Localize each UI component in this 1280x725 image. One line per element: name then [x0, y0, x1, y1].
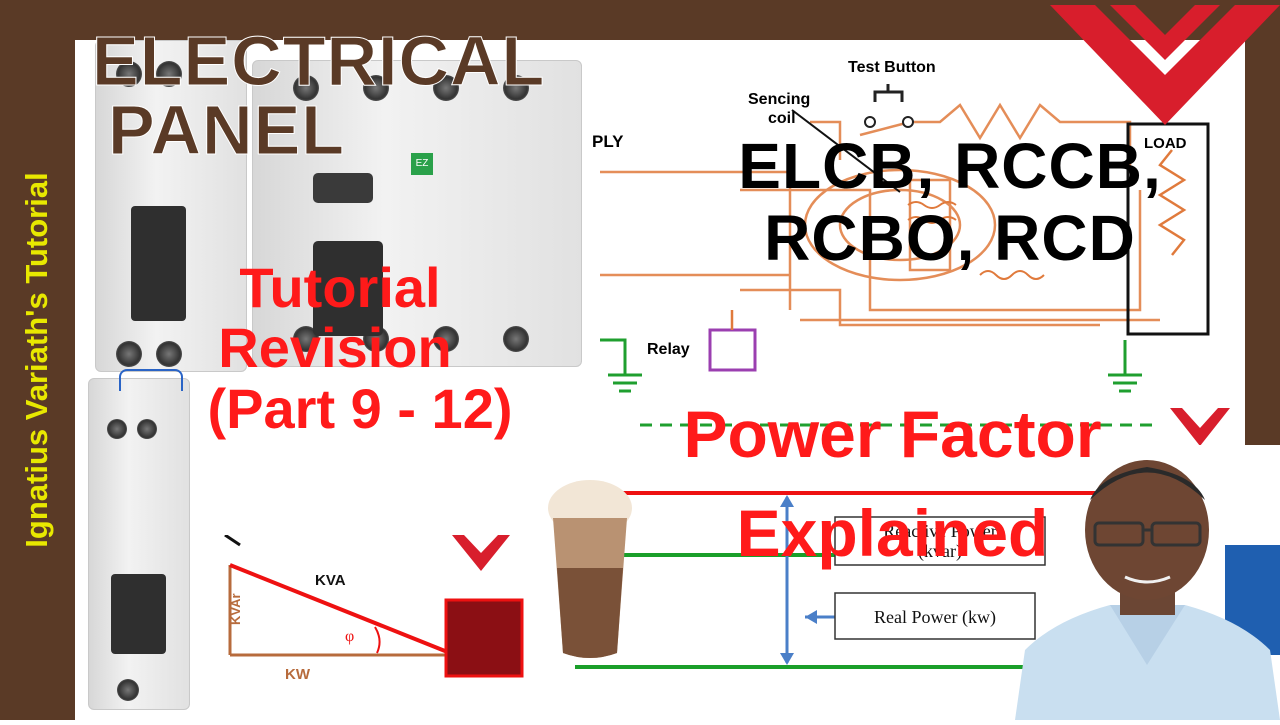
kw-label: KW: [285, 666, 311, 683]
elcb-line-1: ELCB, RCCB,: [738, 130, 1162, 202]
elcb-heading: ELCB, RCCB, RCBO, RCD: [680, 130, 1220, 275]
phi-label: φ: [345, 628, 354, 645]
channel-name-vertical: Ignatius Variath's Tutorial: [0, 0, 75, 720]
double-chevron-logo-icon: [1050, 5, 1280, 125]
sensing-coil-label-2: coil: [768, 110, 796, 127]
revision-line-3: (Part 9 - 12): [207, 376, 513, 440]
relay-label: Relay: [647, 341, 690, 358]
reactive-power-unit: (kvar): [918, 541, 962, 562]
revision-line-1: Tutorial: [239, 256, 441, 319]
small-logo-icon: [452, 535, 510, 571]
real-power-label: Real Power (kw): [874, 607, 996, 628]
sensing-coil-label: Sencing: [748, 91, 810, 108]
kva-label: KVA: [315, 572, 346, 589]
presenter-photo: [1015, 455, 1280, 720]
power-factor-line-2: Explained: [736, 496, 1049, 570]
power-factor-heading: Power Factor Explained: [605, 385, 1180, 583]
load-label: LOAD: [1144, 135, 1187, 152]
power-factor-line-1: Power Factor: [683, 397, 1102, 471]
revision-line-2: Revision: [218, 316, 452, 380]
mcb-breaker-image: [88, 369, 190, 710]
elcb-circuit-diagram: Test Button Sencing coil PLY Relay LOAD: [540, 40, 1245, 445]
presenter-icon: [1015, 460, 1280, 720]
test-button-label: Test Button: [848, 59, 936, 76]
rcbo-breaker-image: [95, 40, 247, 372]
channel-name-text: Ignatius Variath's Tutorial: [19, 172, 54, 548]
supply-label: PLY: [592, 132, 624, 151]
small-chevron-logo-icon: [1170, 408, 1230, 446]
left-sidebar: [0, 0, 75, 720]
kvar-label: KVAr: [228, 593, 243, 625]
electrical-title: ELECTRICAL: [91, 22, 546, 100]
rccb-breaker-image: EZ: [252, 60, 582, 367]
elcb-line-2: RCBO, RCD: [764, 202, 1136, 275]
revision-text: Tutorial Revision (Part 9 - 12): [160, 257, 560, 440]
reactive-power-label: Reactive Power: [883, 521, 996, 541]
triangle-svg: KVA KW φ KVAr: [224, 533, 524, 683]
panel-title: PANEL: [107, 91, 346, 169]
power-triangle-diagram: KVA KW φ KVAr: [215, 533, 535, 720]
frappe-glass-icon: [548, 480, 632, 658]
circuit-svg: Test Button Sencing coil PLY Relay LOAD: [592, 59, 1210, 427]
pf-svg: Real Power (kw) Reactive Power (kvar): [575, 491, 1280, 669]
